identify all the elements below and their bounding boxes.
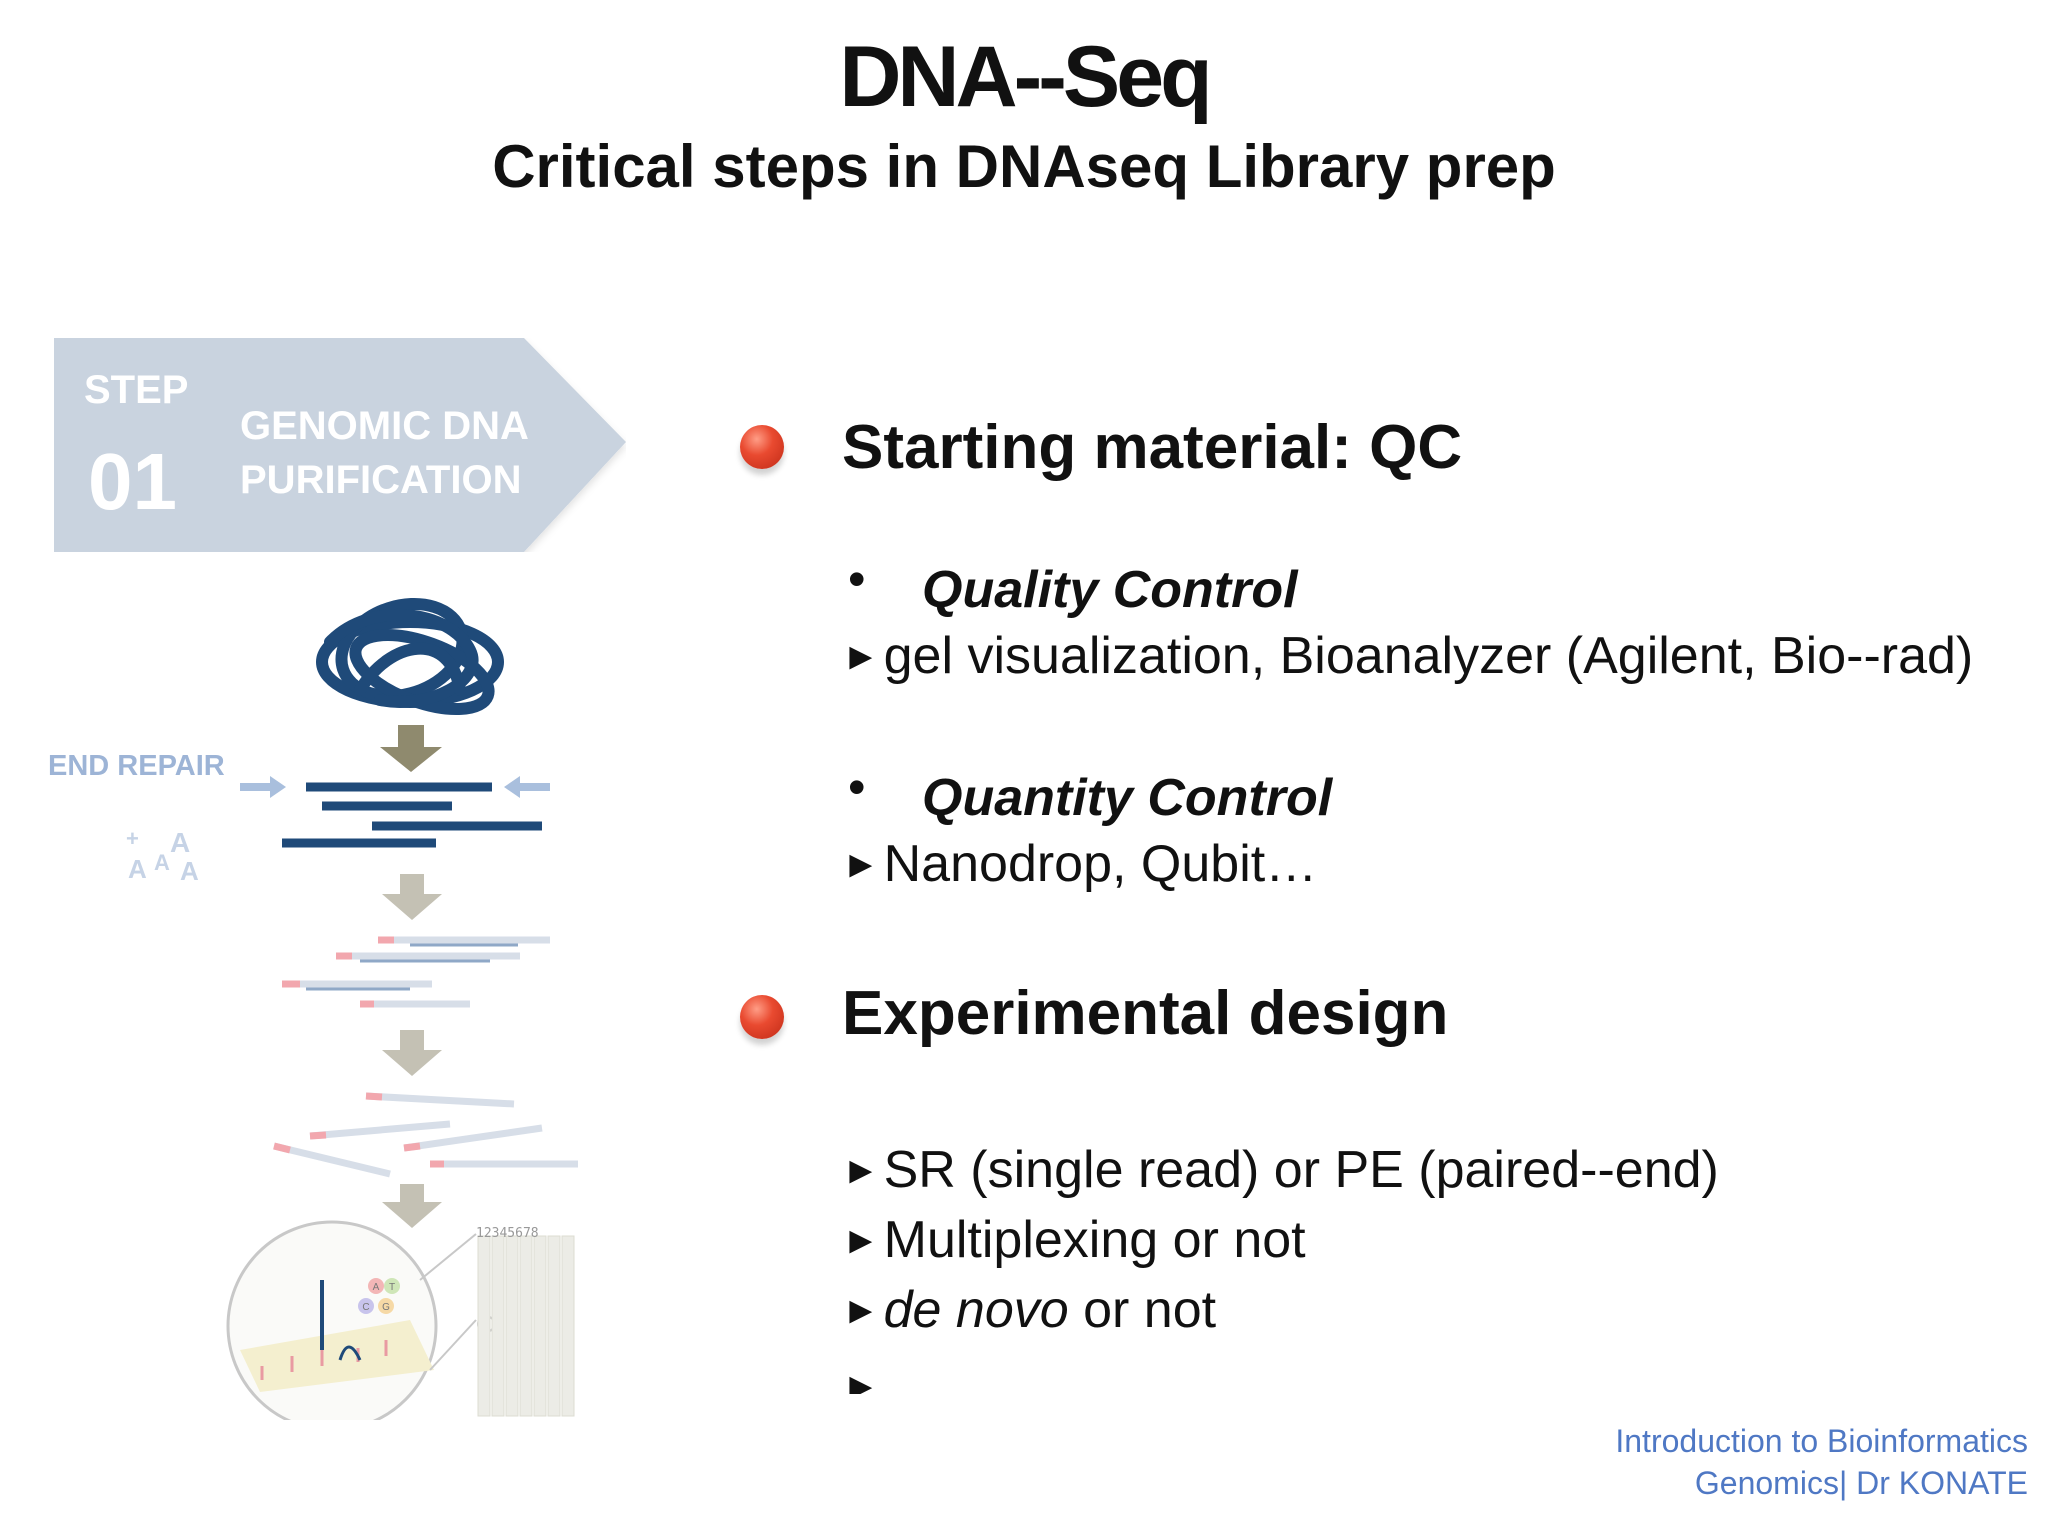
lane-number-label: 12345678 bbox=[476, 1226, 539, 1241]
arrow-icon: ► bbox=[842, 1150, 880, 1192]
a-letter: A bbox=[170, 827, 190, 858]
list-item-text: SR (single read) or PE (paired--end) bbox=[883, 1141, 1719, 1199]
base-letter: T bbox=[389, 1282, 395, 1293]
list-item-text: gel visualization, Bioanalyzer (Agilent,… bbox=[883, 627, 1974, 685]
step-number: 01 bbox=[88, 437, 177, 526]
list-item-text: Nanodrop, Qubit… bbox=[883, 835, 1318, 893]
subsection-label: Quantity Control bbox=[922, 769, 1333, 827]
page-title: DNA--Seq bbox=[839, 29, 1212, 125]
list-item: ►SR (single read) or PE (paired--end) bbox=[842, 1140, 1719, 1200]
page-subtitle: Critical steps in DNAseq Library prep bbox=[492, 133, 1556, 200]
arrow-icon: ► bbox=[842, 1290, 880, 1332]
end-repair-arrow-icon bbox=[504, 776, 550, 798]
amplified-fragments bbox=[273, 1092, 578, 1178]
step-banner-shape bbox=[54, 338, 626, 552]
adapter-ligated-fragments bbox=[282, 936, 550, 1008]
arrow-icon: ► bbox=[842, 844, 880, 886]
list-item: ►de novo or not bbox=[842, 1280, 1216, 1340]
bullet-dot: • bbox=[848, 759, 866, 815]
step-label: STEP bbox=[84, 368, 189, 412]
footer: Introduction to Bioinformatics Genomics|… bbox=[1615, 1420, 2028, 1504]
footer-line-author: Genomics| Dr KONATE bbox=[1694, 1465, 2028, 1501]
step-banner: STEP 01 GENOMIC DNA PURIFICATION bbox=[54, 338, 626, 552]
subsection-label: Quality Control bbox=[922, 561, 1298, 619]
list-item: ►Nanodrop, Qubit… bbox=[842, 834, 1317, 894]
list-item-emphasis: de novo bbox=[883, 1281, 1069, 1339]
base-letter: G bbox=[382, 1302, 390, 1313]
base-letter: C bbox=[362, 1302, 369, 1313]
bullet-icon bbox=[740, 425, 784, 469]
a-letter: A bbox=[154, 850, 170, 875]
a-letter: A bbox=[128, 854, 147, 884]
bullet-icon bbox=[740, 995, 784, 1039]
end-repair-label: END REPAIR bbox=[48, 750, 225, 782]
flow-cell-lanes-icon bbox=[477, 1235, 575, 1417]
arrow-icon: ► bbox=[842, 1366, 880, 1394]
list-item: ►… bbox=[842, 1356, 904, 1394]
list-item-text: or not bbox=[1068, 1281, 1217, 1339]
genomic-dna-tangle-icon bbox=[316, 597, 504, 715]
end-repair-arrow-icon bbox=[240, 776, 286, 798]
list-item-text: Multiplexing or not bbox=[883, 1211, 1306, 1269]
flow-arrow-icon bbox=[380, 725, 442, 772]
base-letters: A T C G bbox=[362, 1282, 395, 1313]
plus-sign: + bbox=[126, 826, 139, 851]
bullet-dot: • bbox=[848, 551, 866, 607]
a-tailing-letters: + A A A A bbox=[126, 826, 199, 886]
sequencing-zoom-icon bbox=[226, 1220, 495, 1420]
step-name-line-2: PURIFICATION bbox=[240, 458, 522, 502]
step-name-line-1: GENOMIC DNA bbox=[240, 404, 529, 448]
list-item: ►Multiplexing or not bbox=[842, 1210, 1306, 1270]
section-heading-experimental-design: Experimental design bbox=[842, 979, 1449, 1048]
library-prep-illustration: + A A A A A T C G END REPAIR 12345678 bbox=[30, 580, 590, 1420]
arrow-icon: ► bbox=[842, 1220, 880, 1262]
flow-arrow-icon bbox=[382, 1030, 442, 1076]
dna-fragments bbox=[282, 782, 542, 848]
flow-arrow-icon bbox=[382, 874, 442, 920]
library-prep-diagram: + A A A A A T C G bbox=[126, 597, 578, 1420]
base-letter: A bbox=[373, 1282, 380, 1293]
list-item: ►gel visualization, Bioanalyzer (Agilent… bbox=[842, 626, 1973, 686]
flow-arrow-icon bbox=[382, 1184, 442, 1228]
arrow-icon: ► bbox=[842, 636, 880, 678]
section-heading-starting-material: Starting material: QC bbox=[842, 413, 1463, 482]
a-letter: A bbox=[180, 856, 199, 886]
footer-line-course: Introduction to Bioinformatics bbox=[1615, 1423, 2028, 1459]
